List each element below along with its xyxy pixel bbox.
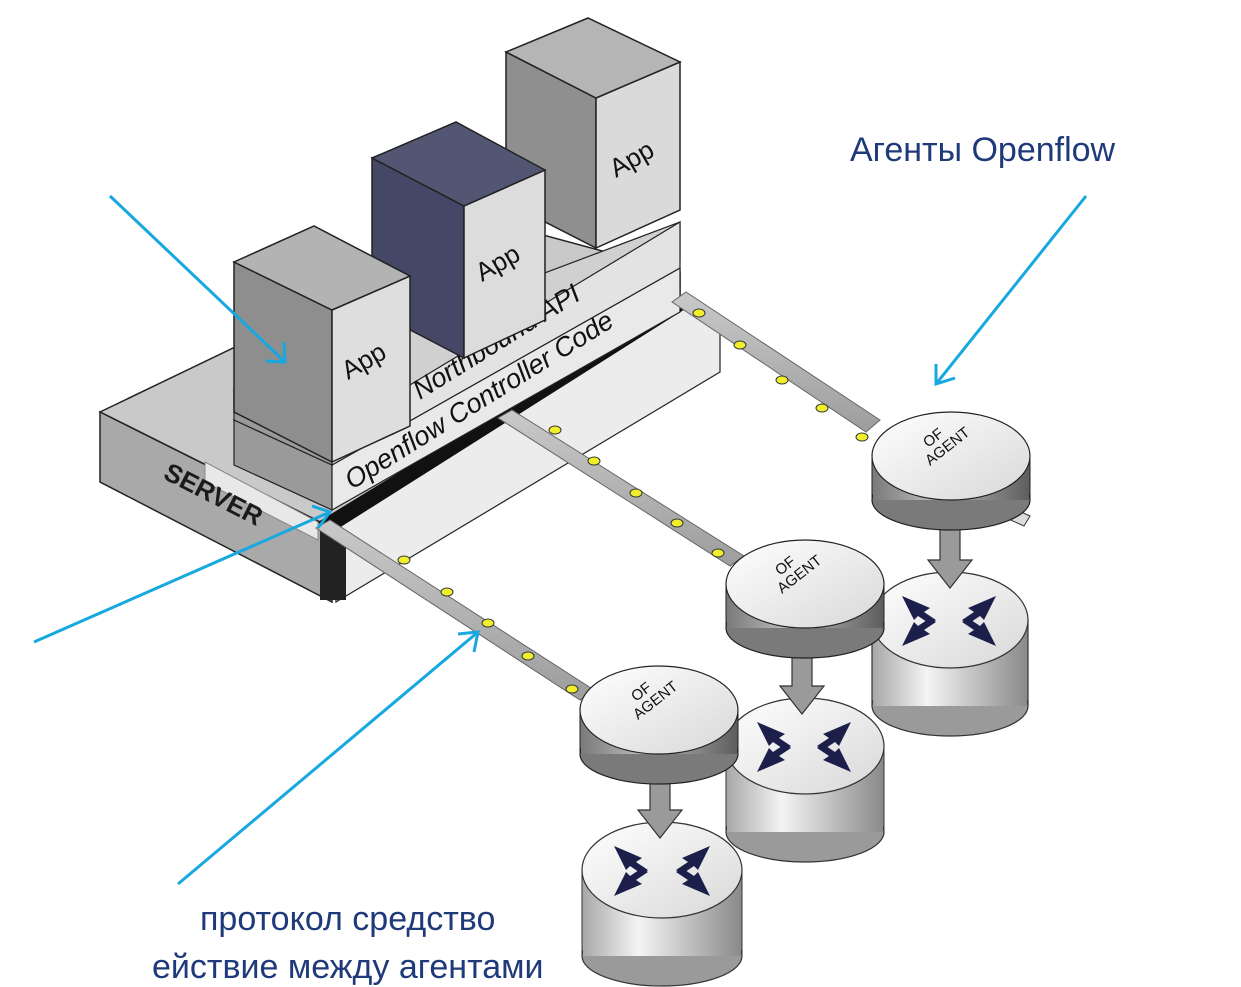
cable-2 [497,409,745,567]
callout-protocol-line1: протокол средство [200,900,496,938]
arrow-to-controller-icon [33,504,333,644]
cable-1 [315,519,595,701]
cable-3 [671,291,881,433]
app-box-3: App [504,17,682,250]
cable-leds [397,308,869,694]
arrow-in-icon [614,846,710,896]
down-arrow-icon [926,527,974,589]
of-agent-3: OF AGENT [871,411,1031,531]
down-arrow-icon [778,653,826,715]
callout-arrows [33,194,1088,886]
callout-agents: Агенты Openflow [850,131,1116,169]
arrow-to-app-icon [108,194,287,364]
arrow-in-icon [757,722,851,772]
of-agent-1: OF AGENT [579,665,739,785]
router-2 [725,697,885,863]
arrow-in-icon [902,596,996,646]
of-agent-2: OF AGENT [725,539,885,659]
router-3 [871,571,1029,737]
arrow-to-cable-icon [177,630,480,886]
arrow-to-agent-icon [934,195,1088,387]
callout-protocol-line2: ействие между агентами [152,948,544,986]
router-1 [581,821,743,987]
